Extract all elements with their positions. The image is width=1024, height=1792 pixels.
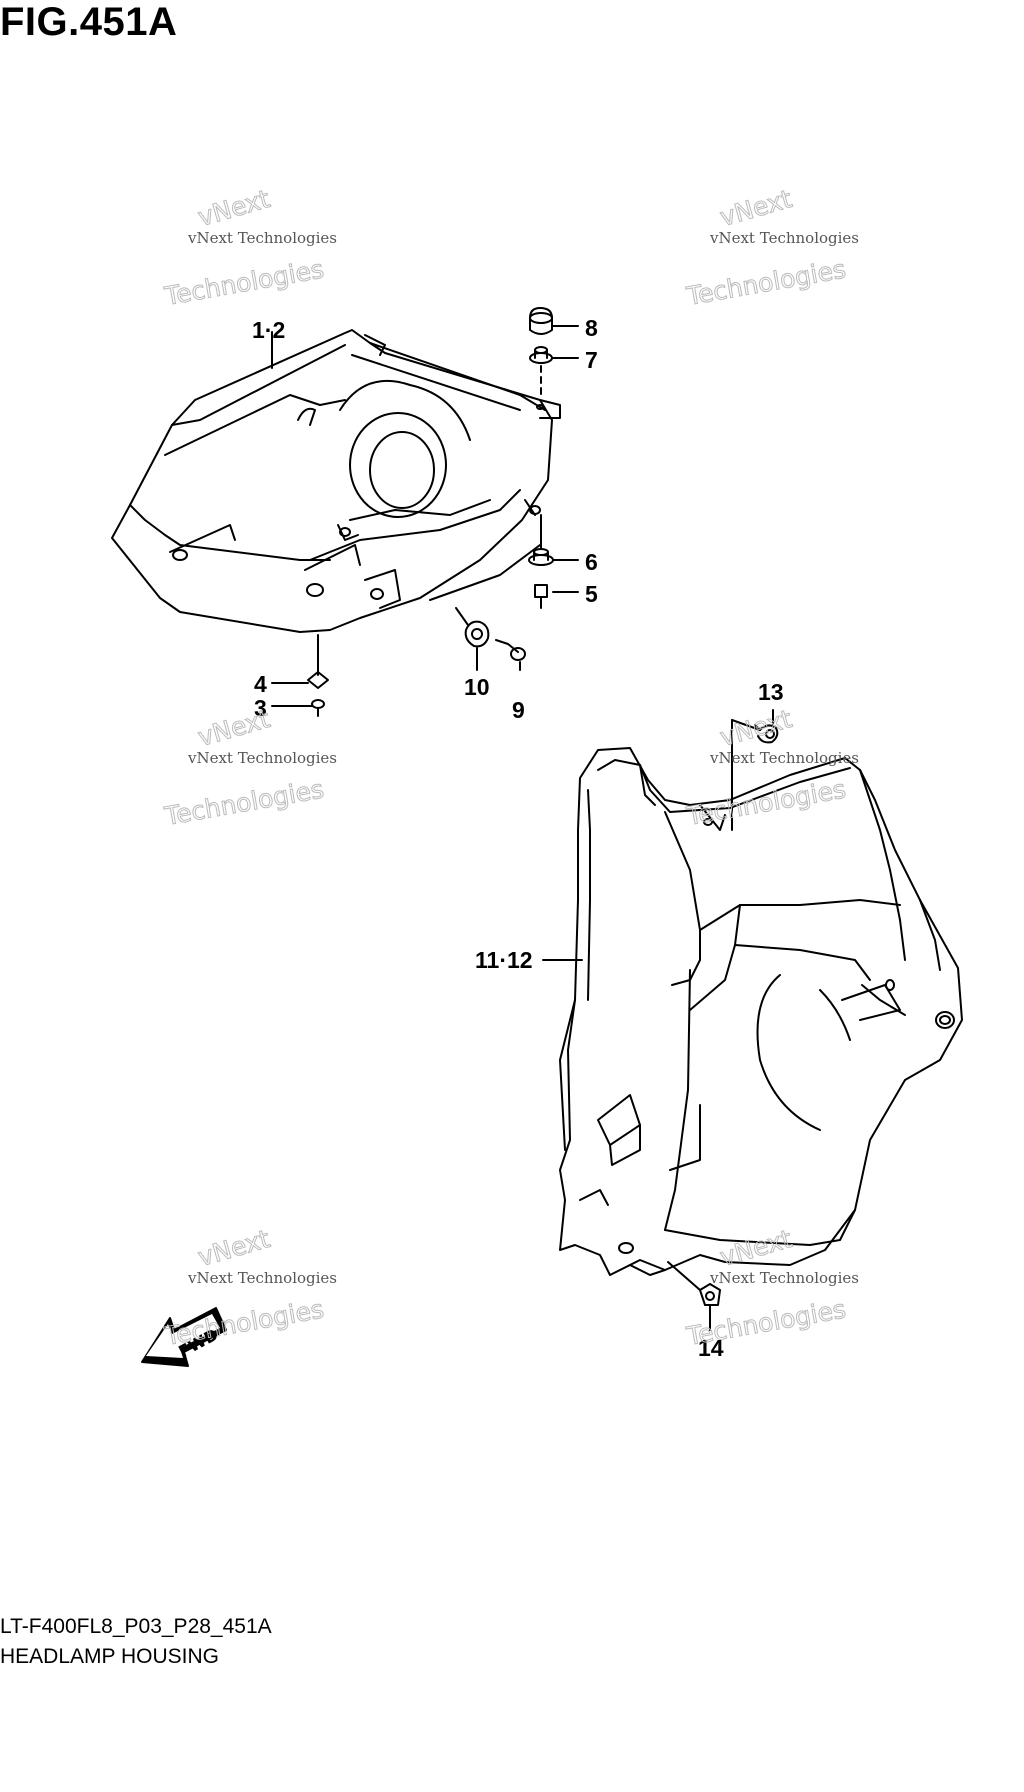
callout-11-12: 11·12 [475, 947, 533, 973]
callout-5: 5 [585, 581, 598, 607]
callout-10: 10 [464, 674, 490, 700]
svg-text:vNext Technologies: vNext Technologies [187, 1269, 337, 1287]
svg-text:Technologies: Technologies [162, 254, 326, 311]
svg-text:vNext: vNext [195, 1224, 273, 1272]
watermark: vNext vNext Technologies Technologies [161, 183, 337, 311]
bolt-5[interactable] [534, 584, 548, 609]
svg-text:vNext Technologies: vNext Technologies [187, 749, 337, 767]
svg-text:vNext: vNext [717, 184, 795, 232]
watermark: vNext vNext Technologies Technologies [683, 183, 859, 311]
svg-text:vNext Technologies: vNext Technologies [709, 229, 859, 247]
svg-text:vNext Technologies: vNext Technologies [709, 1269, 859, 1287]
watermark: vNext vNext Technologies Technologies [161, 703, 337, 831]
callout-9: 9 [512, 697, 525, 723]
callout-4: 4 [254, 671, 267, 697]
svg-text:vNext Technologies: vNext Technologies [709, 749, 859, 767]
figure-name: HEADLAMP HOUSING [0, 1645, 219, 1668]
screw-9[interactable] [495, 639, 526, 661]
collar-7[interactable] [529, 346, 553, 364]
callout-6: 6 [585, 549, 598, 575]
nut-4[interactable] [307, 671, 329, 689]
svg-text:vNext: vNext [717, 704, 795, 752]
callout-1-2: 1·2 [252, 317, 285, 343]
svg-text:Technologies: Technologies [684, 254, 848, 311]
screw-3[interactable] [311, 699, 325, 717]
headlamp-housing-part[interactable] [111, 329, 561, 633]
callout-7: 7 [585, 347, 598, 373]
figure-title: FIG.451A [0, 0, 178, 44]
svg-text:vNext: vNext [195, 704, 273, 752]
svg-text:Technologies: Technologies [162, 774, 326, 831]
figure-code: LT-F400FL8_P03_P28_451A [0, 1615, 272, 1638]
watermark: vNext vNext Technologies Technologies [683, 703, 859, 831]
svg-text:vNext: vNext [195, 184, 273, 232]
grommet-8[interactable] [529, 307, 553, 335]
clip-14[interactable] [699, 1283, 721, 1306]
lower-cover-part[interactable] [559, 747, 963, 1276]
callout-3: 3 [254, 695, 267, 721]
callout-8: 8 [585, 315, 598, 341]
svg-text:Technologies: Technologies [684, 774, 848, 831]
callout-14: 14 [698, 1335, 724, 1361]
watermark: vNext vNext Technologies Technologies [683, 1223, 859, 1351]
callout-13: 13 [758, 679, 784, 705]
watermark: vNext vNext Technologies Technologies [161, 1223, 337, 1351]
svg-text:Technologies: Technologies [162, 1294, 326, 1351]
grommet-10[interactable] [464, 620, 490, 648]
svg-text:Technologies: Technologies [684, 1294, 848, 1351]
svg-text:vNext Technologies: vNext Technologies [187, 229, 337, 247]
